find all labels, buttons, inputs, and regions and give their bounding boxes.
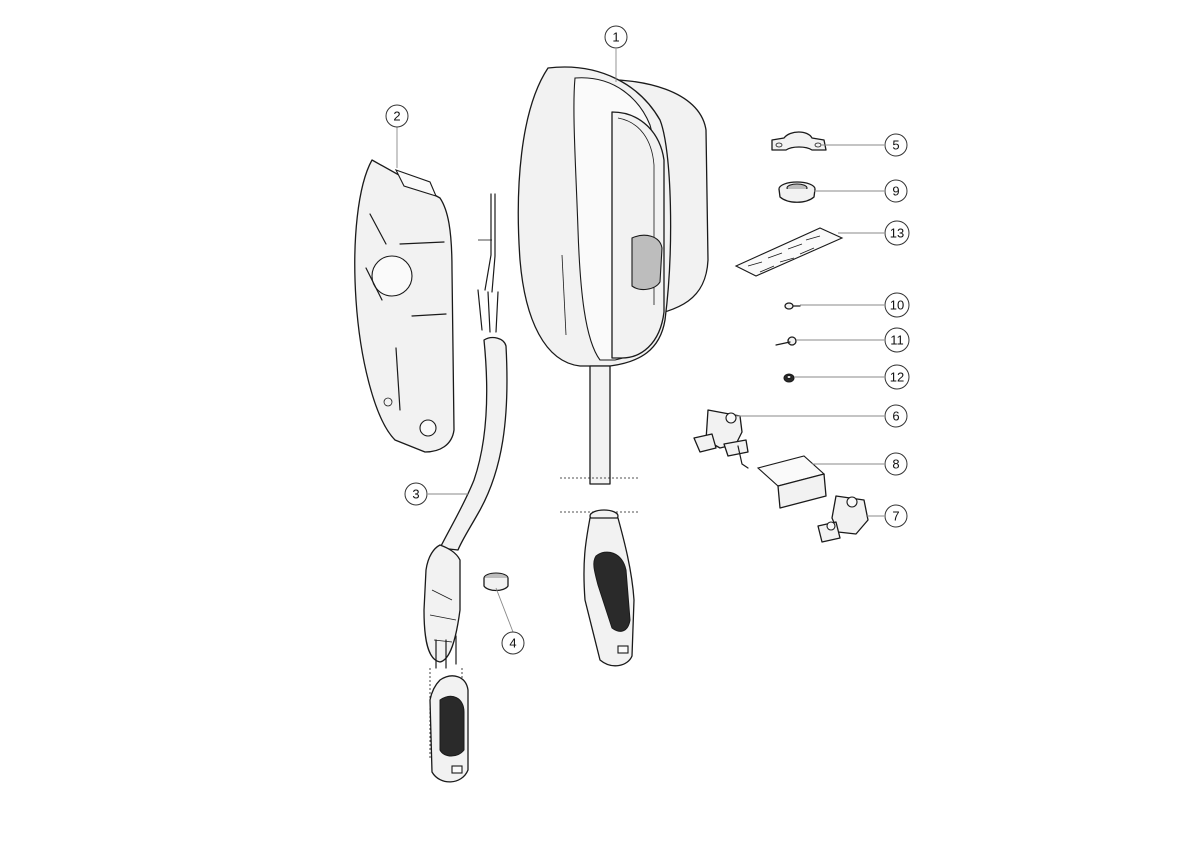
- callout-label-6: 6: [892, 409, 899, 424]
- callout-13: 13: [884, 220, 910, 246]
- callout-label-11: 11: [890, 333, 904, 348]
- part-10-screw: [784, 302, 801, 310]
- callout-2: 2: [385, 104, 409, 128]
- callout-8: 8: [884, 452, 908, 476]
- callout-label-3: 3: [412, 487, 419, 502]
- callout-3: 3: [404, 482, 428, 506]
- part-4-ring-clamp: [483, 572, 509, 592]
- callout-label-13: 13: [890, 226, 904, 241]
- part-connector-holder: [583, 509, 635, 667]
- part-8-cover-plate: [756, 455, 827, 509]
- callout-label-1: 1: [612, 30, 619, 45]
- callout-label-9: 9: [892, 184, 899, 199]
- part-2-back-plate: [354, 159, 455, 453]
- callout-1: 1: [604, 25, 628, 49]
- callout-label-8: 8: [892, 457, 899, 472]
- part-1-enclosure: [517, 66, 709, 513]
- callout-7: 7: [884, 504, 908, 528]
- part-3-cable: [423, 193, 508, 783]
- callout-11: 11: [884, 327, 910, 353]
- callout-9: 9: [884, 179, 908, 203]
- callout-10: 10: [884, 292, 910, 318]
- part-13-sticker-sheet: [734, 227, 844, 277]
- callout-6: 6: [884, 404, 908, 428]
- part-12-nut: [783, 373, 795, 383]
- callout-label-5: 5: [892, 138, 899, 153]
- part-9-grommet: [778, 181, 816, 203]
- callout-12: 12: [884, 364, 910, 390]
- callout-label-4: 4: [509, 636, 516, 651]
- part-11-screw: [775, 336, 797, 346]
- callout-label-12: 12: [890, 370, 904, 385]
- callout-5: 5: [884, 133, 908, 157]
- callout-label-10: 10: [890, 298, 904, 313]
- callout-4: 4: [501, 631, 525, 655]
- leader-lines: [396, 49, 884, 633]
- callout-label-2: 2: [393, 109, 400, 124]
- callout-label-7: 7: [892, 509, 899, 524]
- part-5-pipe-clip: [771, 131, 827, 151]
- part-6-bracket: [693, 409, 749, 469]
- part-7-bracket: [817, 495, 869, 543]
